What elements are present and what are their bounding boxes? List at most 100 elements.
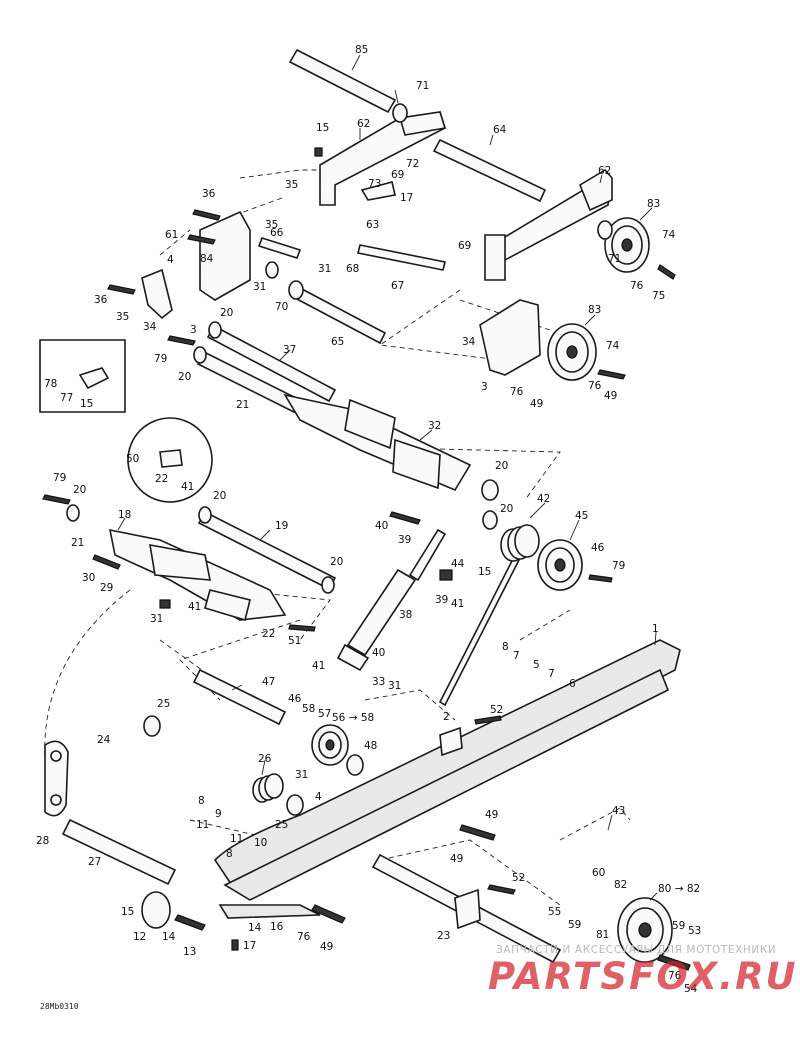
callout-23: 23 [437,930,450,942]
callout-69-right: 69 [458,240,471,252]
callout-35-mid: 35 [265,219,278,231]
callout-3-right: 3 [481,381,488,393]
callout-71-top: 71 [416,80,429,92]
callout-34-right: 34 [462,336,476,348]
callout-32: 32 [428,420,441,432]
callout-58: 58 [302,703,315,715]
callout-41-left: 41 [188,601,201,613]
callout-42: 42 [537,493,550,505]
shaft-27 [61,818,177,886]
springs [252,244,540,803]
callout-66: 66 [270,227,284,239]
callout-49-center: 49 [485,809,498,821]
callout-76-wheel: 76 [668,970,682,982]
callout-8-left: 8 [198,795,205,807]
callout-79-left: 79 [53,472,66,484]
document-code: 28Mb0310 [40,1002,79,1011]
callout-43: 43 [612,805,625,817]
callout-8-bottom: 8 [226,848,233,860]
callout-16: 16 [270,921,284,933]
hardware [42,147,691,971]
callout-82: 82 [614,879,627,891]
callout-7-top: 7 [513,650,520,662]
callout-45: 45 [575,510,588,522]
callout-70: 70 [275,301,288,313]
callout-41-inset: 41 [181,481,194,493]
callout-81: 81 [596,929,609,941]
brackets [141,181,541,376]
callout-63: 63 [366,219,379,231]
upper-arm-assembly-62 [319,111,613,281]
callout-24: 24 [97,734,111,746]
callout-74-right: 74 [606,340,620,352]
callout-79-top: 79 [154,353,167,365]
callout-3-left: 3 [190,324,197,336]
callout-12: 12 [133,931,146,943]
callout-range-56-58: 56 → 58 [332,712,374,724]
callout-50: 50 [126,453,139,465]
front-arm-32 [283,393,472,492]
callout-10: 10 [254,837,267,849]
callout-20-b: 20 [178,371,191,383]
callout-48: 48 [364,740,377,752]
detail-insets [39,339,213,503]
callout-78: 78 [44,378,57,390]
callout-76-right: 76 [588,380,602,392]
callout-22: 22 [262,628,275,640]
callout-77: 77 [60,392,73,404]
callout-2: 2 [443,711,450,723]
callout-1: 1 [652,623,659,635]
slide-rails [213,639,681,919]
shaft-65 [293,286,387,345]
callout-71-right: 71 [608,253,621,265]
callout-36-mid: 36 [94,294,108,306]
callout-30: 30 [82,572,95,584]
callout-83-right: 83 [588,304,601,316]
callout-11-b: 11 [230,833,243,845]
callout-69-top: 69 [391,169,404,181]
callout-62-top: 62 [357,118,370,130]
shafts [61,48,547,886]
callout-83-top: 83 [647,198,660,210]
callout-39-mid: 39 [435,594,448,606]
callout-41-lower: 41 [312,660,325,672]
bracket-34-right [479,299,541,376]
callout-29: 29 [100,582,113,594]
callout-65: 65 [331,336,344,348]
callout-85: 85 [355,44,368,56]
shaft-47 [192,668,287,726]
callout-46: 46 [591,542,605,554]
callout-49-lower: 49 [450,853,463,865]
callout-49-right: 49 [604,390,617,402]
leader-lines [117,54,658,901]
callout-28: 28 [36,835,49,847]
callout-44: 44 [451,558,465,570]
callout-31-top: 31 [318,263,331,275]
lower-cross-shafts [371,853,562,964]
callout-62-right: 62 [598,165,611,177]
callout-52-bottom: 52 [512,872,525,884]
watermark-logo: PARTSFOX.RU [488,955,798,998]
bracket-63 [360,181,396,201]
callout-31-left: 31 [253,281,266,293]
callout-21-left: 21 [71,537,84,549]
callout-73: 73 [368,178,381,190]
callout-64: 64 [493,124,507,136]
callout-22-inset: 22 [155,473,168,485]
callout-25-bottom: 25 [275,819,288,831]
callout-57: 57 [318,708,331,720]
rail-stiffener-2 [439,726,463,757]
callout-75: 75 [652,290,665,302]
callout-34-left: 34 [143,321,157,333]
callout-79-right: 79 [612,560,625,572]
callout-49-bottom: 49 [320,941,333,953]
callout-55: 55 [548,906,561,918]
callout-51: 51 [288,635,301,647]
callout-21-top: 21 [236,399,249,411]
callout-37: 37 [283,344,296,356]
callout-15-inset: 15 [80,398,93,410]
shaft-64 [432,138,547,203]
callout-18: 18 [118,509,131,521]
callout-40-top: 40 [375,520,388,532]
